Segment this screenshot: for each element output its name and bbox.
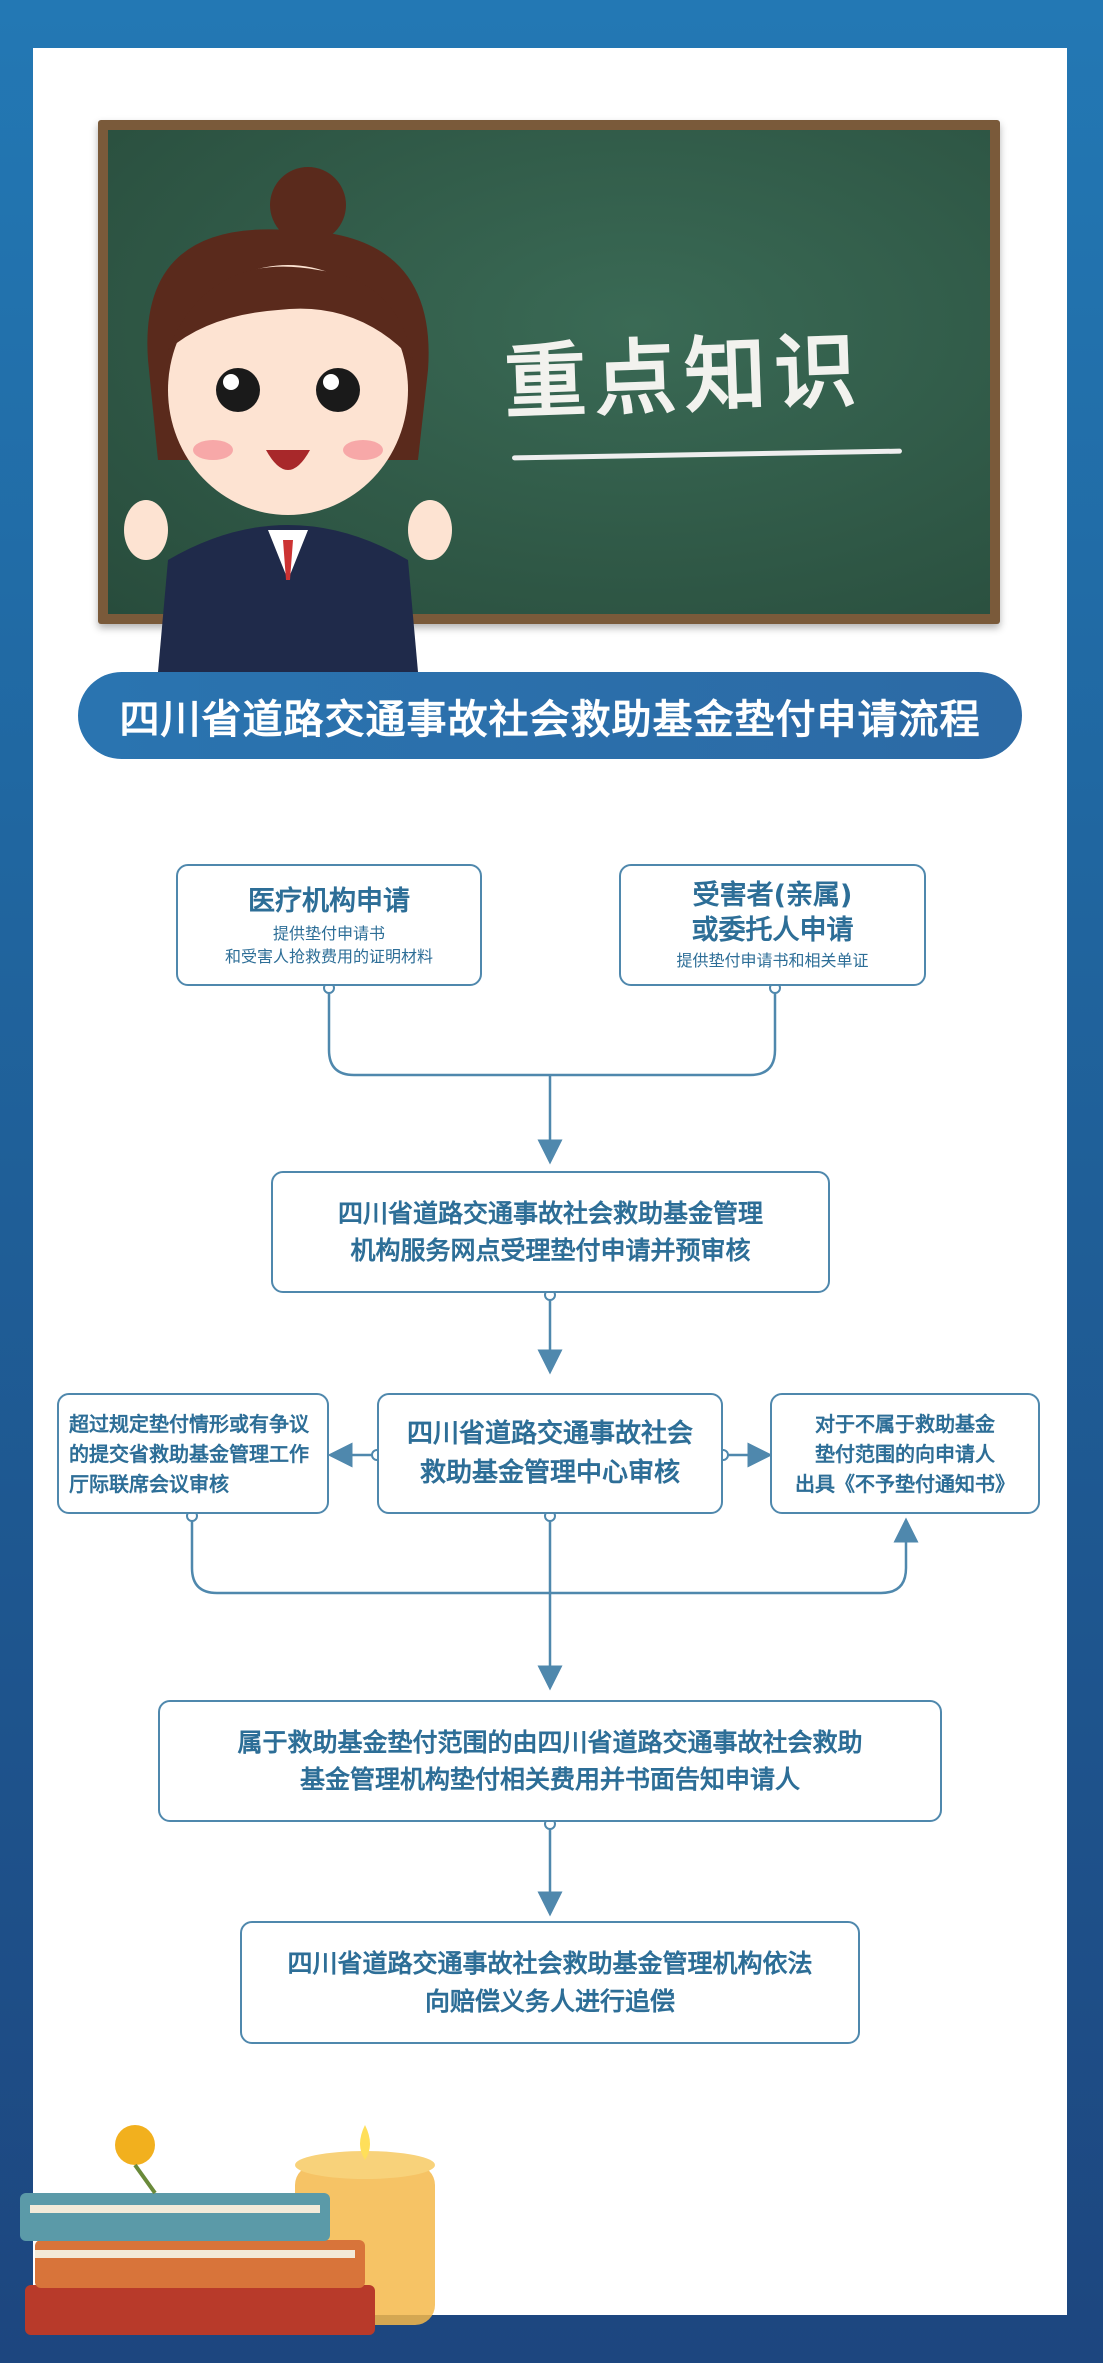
box-sub: 提供垫付申请书和相关单证 <box>676 950 869 970</box>
flow-title-banner: 四川省道路交通事故社会救助基金垫付申请流程 <box>78 672 1022 759</box>
box-line: 出具《不予垫付通知书》 <box>795 1471 1015 1496</box>
box-title: 或委托人申请 <box>691 915 854 947</box>
box-title: 医疗机构申请 <box>248 885 410 917</box>
recovery-box: 四川省道路交通事故社会救助基金管理机构依法 向赔偿义务人进行追偿 <box>240 1921 860 2044</box>
box-sub: 和受害人抢救费用的证明材料 <box>224 947 433 967</box>
joint-meeting-review-box: 超过规定垫付情形或有争议 的提交省救助基金管理工作 厅际联席会议审核 <box>57 1393 329 1514</box>
box-line: 机构服务网点受理垫付申请并预审核 <box>350 1236 751 1265</box>
box-line: 四川省道路交通事故社会救助基金管理 <box>337 1198 763 1228</box>
medical-institution-application-box: 医疗机构申请 提供垫付申请书 和受害人抢救费用的证明材料 <box>176 864 482 986</box>
box-line: 向赔偿义务人进行追偿 <box>424 1986 675 2016</box>
box-line: 对于不属于救助基金 <box>815 1411 995 1436</box>
box-line: 救助基金管理中心审核 <box>419 1457 680 1488</box>
box-line: 属于救助基金垫付范围的由四川省道路交通事故社会救助 <box>237 1727 863 1757</box>
box-sub: 提供垫付申请书 <box>272 924 385 944</box>
books-candle-illustration <box>20 2125 435 2335</box>
box-line: 四川省道路交通事故社会 <box>406 1418 693 1449</box>
rejection-notice-box: 对于不属于救助基金 垫付范围的向申请人 出具《不予垫付通知书》 <box>770 1393 1040 1514</box>
service-point-review-box: 四川省道路交通事故社会救助基金管理 机构服务网点受理垫付申请并预审核 <box>271 1171 830 1293</box>
box-line: 基金管理机构垫付相关费用并书面告知申请人 <box>299 1765 800 1794</box>
box-title: 受害者(亲属) <box>692 880 853 912</box>
box-line: 超过规定垫付情形或有争议 <box>69 1411 309 1436</box>
box-line: 的提交省救助基金管理工作 <box>69 1441 309 1466</box>
advance-payment-box: 属于救助基金垫付范围的由四川省道路交通事故社会救助 基金管理机构垫付相关费用并书… <box>158 1700 942 1822</box>
teacher-cartoon-illustration <box>124 167 452 672</box>
management-center-review-box: 四川省道路交通事故社会 救助基金管理中心审核 <box>377 1393 723 1514</box>
victim-application-box: 受害者(亲属) 或委托人申请 提供垫付申请书和相关单证 <box>619 864 926 986</box>
box-line: 厅际联席会议审核 <box>69 1471 229 1496</box>
box-line: 四川省道路交通事故社会救助基金管理机构依法 <box>287 1949 813 1978</box>
box-line: 垫付范围的向申请人 <box>815 1441 995 1466</box>
